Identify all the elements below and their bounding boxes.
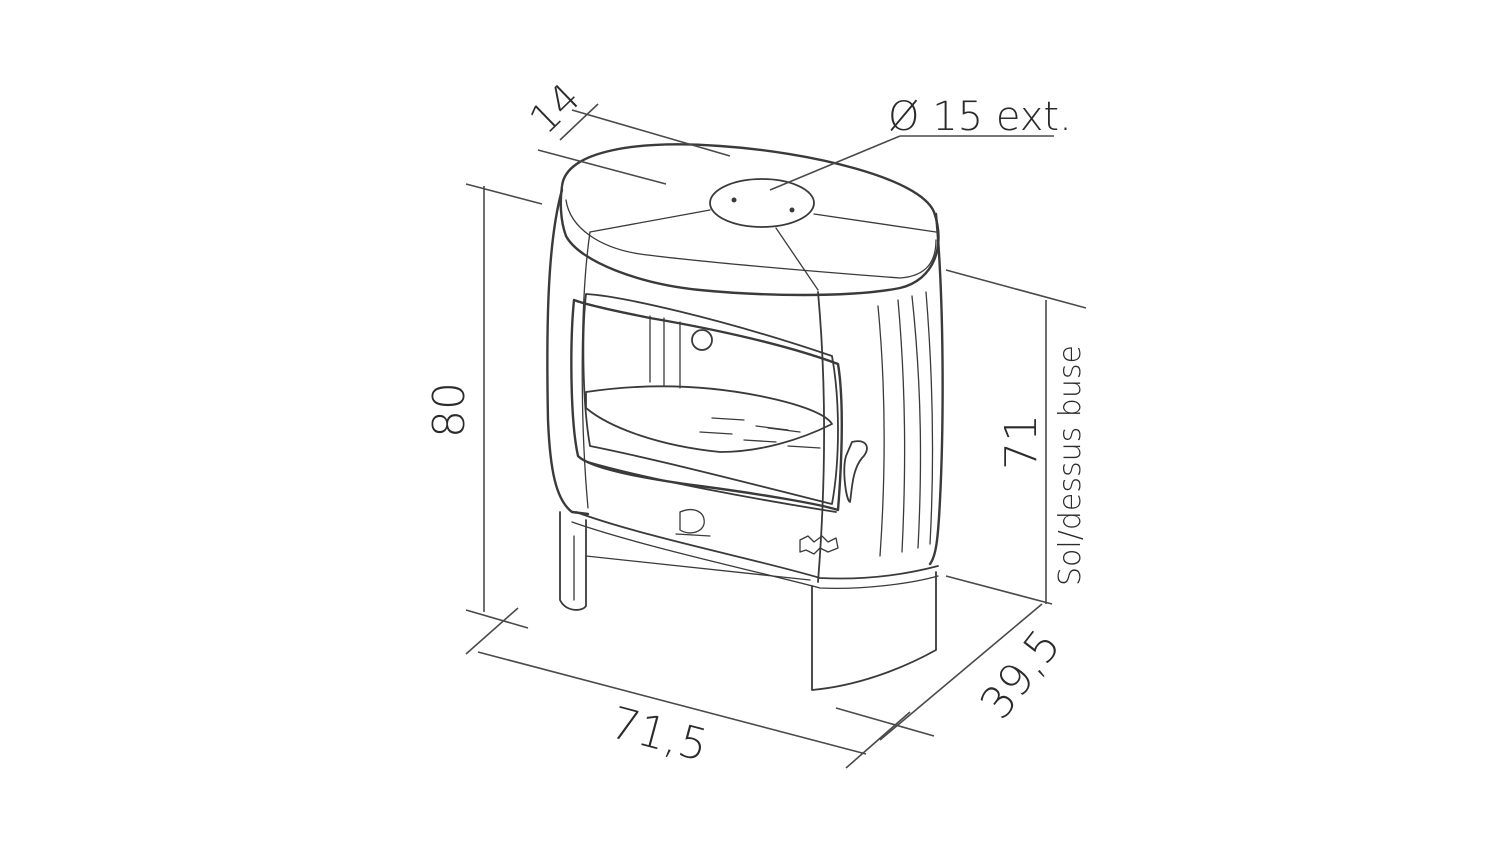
height-total-label: 80 xyxy=(424,382,475,438)
stove-right-side xyxy=(928,212,944,566)
grate-slot-1 xyxy=(711,417,745,421)
dimension-lines xyxy=(465,103,1087,769)
stove-side-rib-3 xyxy=(911,295,922,549)
stove-side-rib-2 xyxy=(897,299,906,553)
depth-label: 39,5 xyxy=(970,620,1071,729)
base-band-line xyxy=(571,521,939,590)
width-label: 71,5 xyxy=(605,697,713,772)
stove-side-rib-1 xyxy=(877,305,885,557)
stove-top-rim xyxy=(565,199,937,279)
brand-badge-line xyxy=(675,533,711,537)
depth-extension-top xyxy=(945,575,1053,605)
top-depth-dimension-line xyxy=(571,109,731,157)
height-extension-bottom xyxy=(465,609,529,629)
height-extension-top xyxy=(465,183,543,205)
top-facet-left xyxy=(589,209,711,233)
flue-height-caption: Sol/dessus buse xyxy=(1053,345,1088,586)
grate-slot-5 xyxy=(787,445,821,449)
grate-slot-6 xyxy=(767,427,801,433)
ash-panel-top xyxy=(587,461,837,513)
top-depth-tick xyxy=(559,103,599,141)
ash-panel-bottom xyxy=(575,511,939,580)
brand-badge-icon xyxy=(679,509,705,534)
firebox-grate xyxy=(585,385,833,453)
top-depth-label: 14 xyxy=(521,75,590,143)
door-glass xyxy=(582,293,839,505)
stove-right-front-edge xyxy=(817,291,825,583)
leg-brace xyxy=(585,555,811,581)
door-handle-icon xyxy=(843,440,868,503)
flue-leader-line xyxy=(769,135,901,191)
depth-dimension-line xyxy=(879,603,1043,741)
stove-right-base xyxy=(811,571,937,691)
top-facet-right xyxy=(813,213,937,233)
stove-left-side xyxy=(546,188,590,516)
flue-collar xyxy=(709,178,815,228)
air-control-knob xyxy=(691,329,713,351)
flue-bolt-1 xyxy=(731,197,737,203)
stove-body xyxy=(546,143,944,691)
door-frame-outer xyxy=(570,298,843,512)
width-tick-right xyxy=(845,711,911,769)
stove-top-outline xyxy=(559,143,940,297)
width-tick-left xyxy=(465,607,519,655)
flue-height-label: 71 xyxy=(996,414,1047,470)
stove-side-rib-4 xyxy=(925,291,934,545)
grate-slot-3 xyxy=(699,431,733,435)
top-depth-extension xyxy=(537,149,667,185)
flue-diameter-label: Ø 15 ext. xyxy=(888,94,1072,140)
width-dimension-line xyxy=(477,651,867,755)
flue-bolt-2 xyxy=(789,207,795,213)
width-extension-right xyxy=(835,707,935,737)
grate-slot-4 xyxy=(743,439,777,443)
flue-height-extension-top xyxy=(945,269,1087,309)
top-facet-center xyxy=(775,227,819,291)
stove-left-side-inner xyxy=(581,231,591,509)
stove-left-leg xyxy=(559,511,587,611)
brand-logo-icon xyxy=(799,535,839,555)
